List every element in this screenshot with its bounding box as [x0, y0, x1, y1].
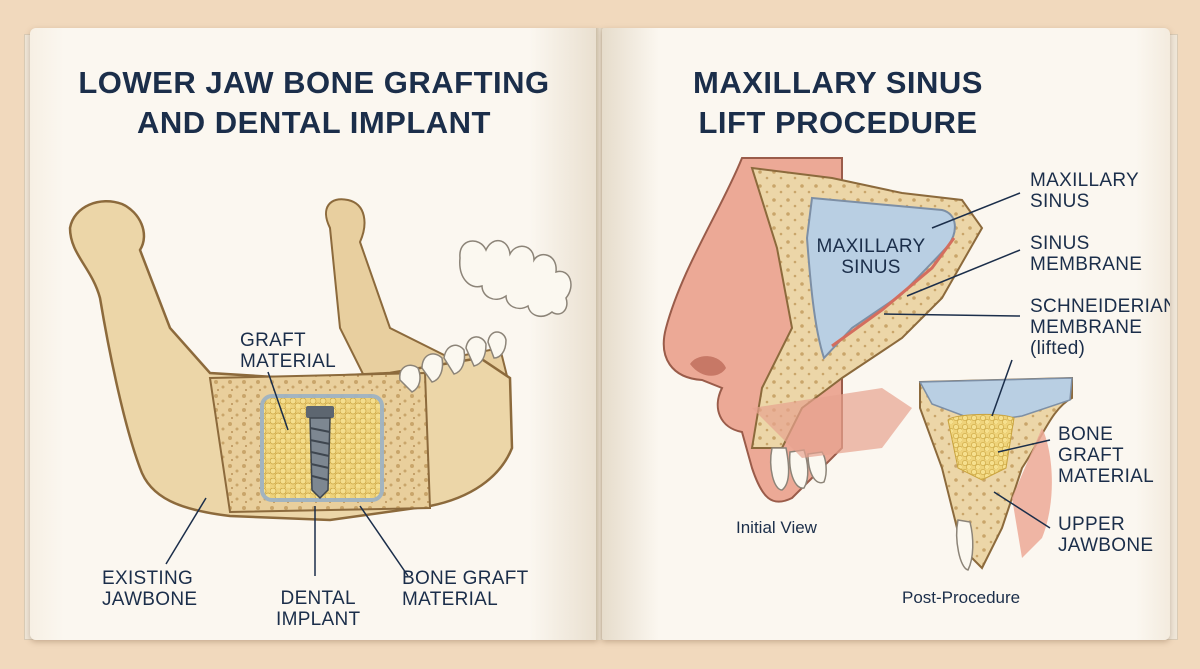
left-page: LOWER JAW BONE GRAFTING AND DENTAL IMPLA…: [30, 28, 598, 640]
inner-label-maxillary-sinus: MAXILLARY SINUS: [816, 236, 926, 278]
label-maxillary-sinus-line-1: MAXILLARY: [1030, 170, 1140, 191]
label-right-bone-graft-line-1: BONE: [1058, 424, 1114, 445]
sinus-cavity: [805, 196, 956, 360]
label-sinus-membrane-line-2: MEMBRANE: [1030, 254, 1143, 275]
label-sinus-membrane: SINUS MEMBRANE: [1030, 233, 1142, 275]
right-title-line-2: LIFT PROCEDURE: [698, 105, 978, 140]
implant-screw: [306, 406, 334, 500]
label-right-bone-graft-line-3: MATERIAL: [1058, 466, 1155, 487]
oral-cavity: [752, 388, 912, 458]
label-schneiderian-membrane: SCHNEIDERIAN MEMBRANE (lifted): [1030, 296, 1170, 359]
label-bone-graft-material-right: BONE GRAFT MATERIAL: [1058, 424, 1154, 487]
label-existing-jawbone: EXISTING JAWBONE: [102, 568, 197, 610]
inner-label-line-1: MAXILLARY: [816, 236, 926, 257]
sinus-membrane-line: [831, 237, 956, 348]
caption-initial-view: Initial View: [736, 518, 817, 537]
label-graft-material-line-2: MATERIAL: [240, 351, 337, 372]
label-upper-jawbone-line-2: JAWBONE: [1058, 535, 1154, 556]
left-leader-lines: [165, 371, 409, 577]
right-page-title: MAXILLARY SINUS LIFT PROCEDURE: [662, 63, 1014, 143]
left-title-line-1: LOWER JAW BONE GRAFTING: [78, 65, 550, 100]
label-right-bone-graft-line-2: GRAFT: [1058, 445, 1124, 466]
lower-teeth: [399, 331, 507, 393]
label-schneiderian-line-1: SCHNEIDERIAN: [1030, 296, 1170, 317]
right-leader-lines: [883, 192, 1051, 529]
label-dental-implant: DENTAL IMPLANT: [276, 588, 360, 630]
jaw-illustration: [68, 198, 572, 577]
label-schneiderian-line-2: MEMBRANE: [1030, 317, 1143, 338]
caption-post-procedure: Post-Procedure: [902, 588, 1021, 607]
post-procedure-inset: [918, 376, 1073, 571]
sinus-illustration: [662, 157, 1073, 571]
label-bone-graft-material-line-2: MATERIAL: [402, 589, 499, 610]
label-upper-jawbone: UPPER JAWBONE: [1058, 514, 1153, 556]
label-dental-implant-line-2: IMPLANT: [276, 609, 361, 630]
label-schneiderian-line-3: (lifted): [1030, 338, 1086, 359]
book-spine: [596, 28, 604, 640]
nostril: [690, 356, 726, 376]
label-existing-jawbone-line-2: JAWBONE: [102, 589, 198, 610]
label-maxillary-sinus-line-2: SINUS: [1030, 191, 1090, 212]
open-book: LOWER JAW BONE GRAFTING AND DENTAL IMPLA…: [24, 28, 1178, 640]
label-maxillary-sinus: MAXILLARY SINUS: [1030, 170, 1139, 212]
label-bone-graft-material: BONE GRAFT MATERIAL: [402, 568, 529, 610]
label-graft-material: GRAFT MATERIAL: [240, 330, 336, 372]
left-page-title: LOWER JAW BONE GRAFTING AND DENTAL IMPLA…: [50, 63, 578, 143]
label-existing-jawbone-line-1: EXISTING: [102, 568, 194, 589]
right-page: MAXILLARY SINUS LIFT PROCEDURE MAXILLARY…: [602, 28, 1170, 640]
bridge-teeth: [459, 240, 572, 317]
label-upper-jawbone-line-1: UPPER: [1058, 514, 1125, 535]
label-sinus-membrane-line-1: SINUS: [1030, 233, 1090, 254]
inner-label-line-2: SINUS: [841, 257, 901, 278]
label-bone-graft-material-line-1: BONE GRAFT: [402, 568, 529, 589]
left-title-line-2: AND DENTAL IMPLANT: [137, 105, 491, 140]
label-dental-implant-line-1: DENTAL: [280, 588, 356, 609]
upper-teeth: [770, 447, 827, 491]
right-title-line-1: MAXILLARY SINUS: [693, 65, 983, 100]
label-graft-material-line-1: GRAFT: [240, 330, 306, 351]
